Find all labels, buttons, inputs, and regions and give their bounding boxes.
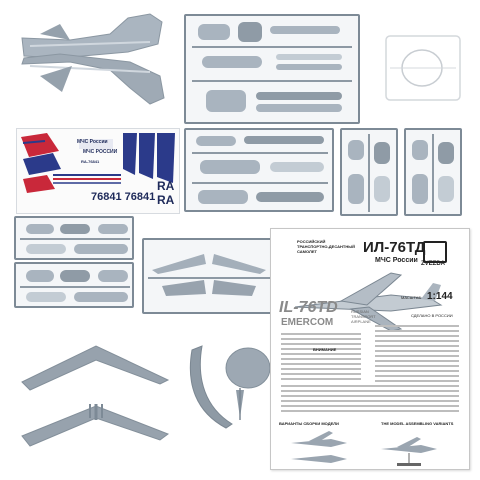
decal-reg-large-2: RA: [157, 193, 175, 207]
sprue-frame-right-2: [404, 128, 462, 216]
manual-subtitle-en: RUSSIAN TRANSPORT AIRPLANE: [351, 309, 376, 324]
manual-footer-en: THE MODEL ASSEMBLING VARIANTS: [381, 421, 454, 426]
manual-header-small: РОССИЙСКИЙ ТРАНСПОРТНО-ДЕСАНТНЫЙ САМОЛЕТ: [297, 239, 356, 254]
manual-operator-en: EMERCOM: [281, 317, 334, 328]
decal-subtitle: МЧС РОССИИ: [83, 149, 118, 155]
manual-operator: МЧС России: [375, 257, 418, 264]
sprue-frame-engines-2: [14, 262, 134, 308]
sprue-frame-engines-1: [14, 216, 134, 260]
manual-scale-label: МАСШТАБ: [401, 295, 422, 300]
manual-brand: ZVEZDA: [421, 261, 445, 267]
manual-made-in: СДЕЛАНО В РОССИИ: [411, 313, 453, 318]
manual-text-block-left: [281, 333, 361, 383]
decal-reg-large-1: RA: [157, 179, 175, 193]
decal-tail-number: 76841 76841: [91, 191, 156, 203]
manual-model: ИЛ-76ТД: [363, 239, 426, 256]
sprue-frame-tail: [142, 238, 274, 314]
sprue-frame-right-1: [340, 128, 398, 216]
manual-assembly-heading: ВНИМАНИЕ: [313, 347, 337, 352]
manual-text-block-right: [375, 325, 459, 385]
decal-registration-small: RA-76841: [81, 159, 100, 164]
manual-text-block-lower: [281, 385, 459, 415]
instruction-manual: РОССИЙСКИЙ ТРАНСПОРТНО-ДЕСАНТНЫЙ САМОЛЕТ…: [270, 228, 470, 470]
manual-footer-ru: ВАРИАНТЫ СБОРКИ МОДЕЛИ: [279, 421, 339, 426]
sprue-frame-top-middle: [184, 14, 360, 124]
sprue-frame-center: [184, 128, 334, 212]
assembly-variant-diagrams: [291, 431, 437, 466]
decal-sheet: МЧС России МЧС РОССИИ RA-76841 RA RA 768…: [16, 128, 180, 214]
decal-title: МЧС России: [77, 139, 108, 145]
brand-logo: [423, 241, 447, 263]
manual-scale: 1:144: [427, 291, 453, 302]
manual-model-en: IL-76TD: [279, 299, 338, 316]
